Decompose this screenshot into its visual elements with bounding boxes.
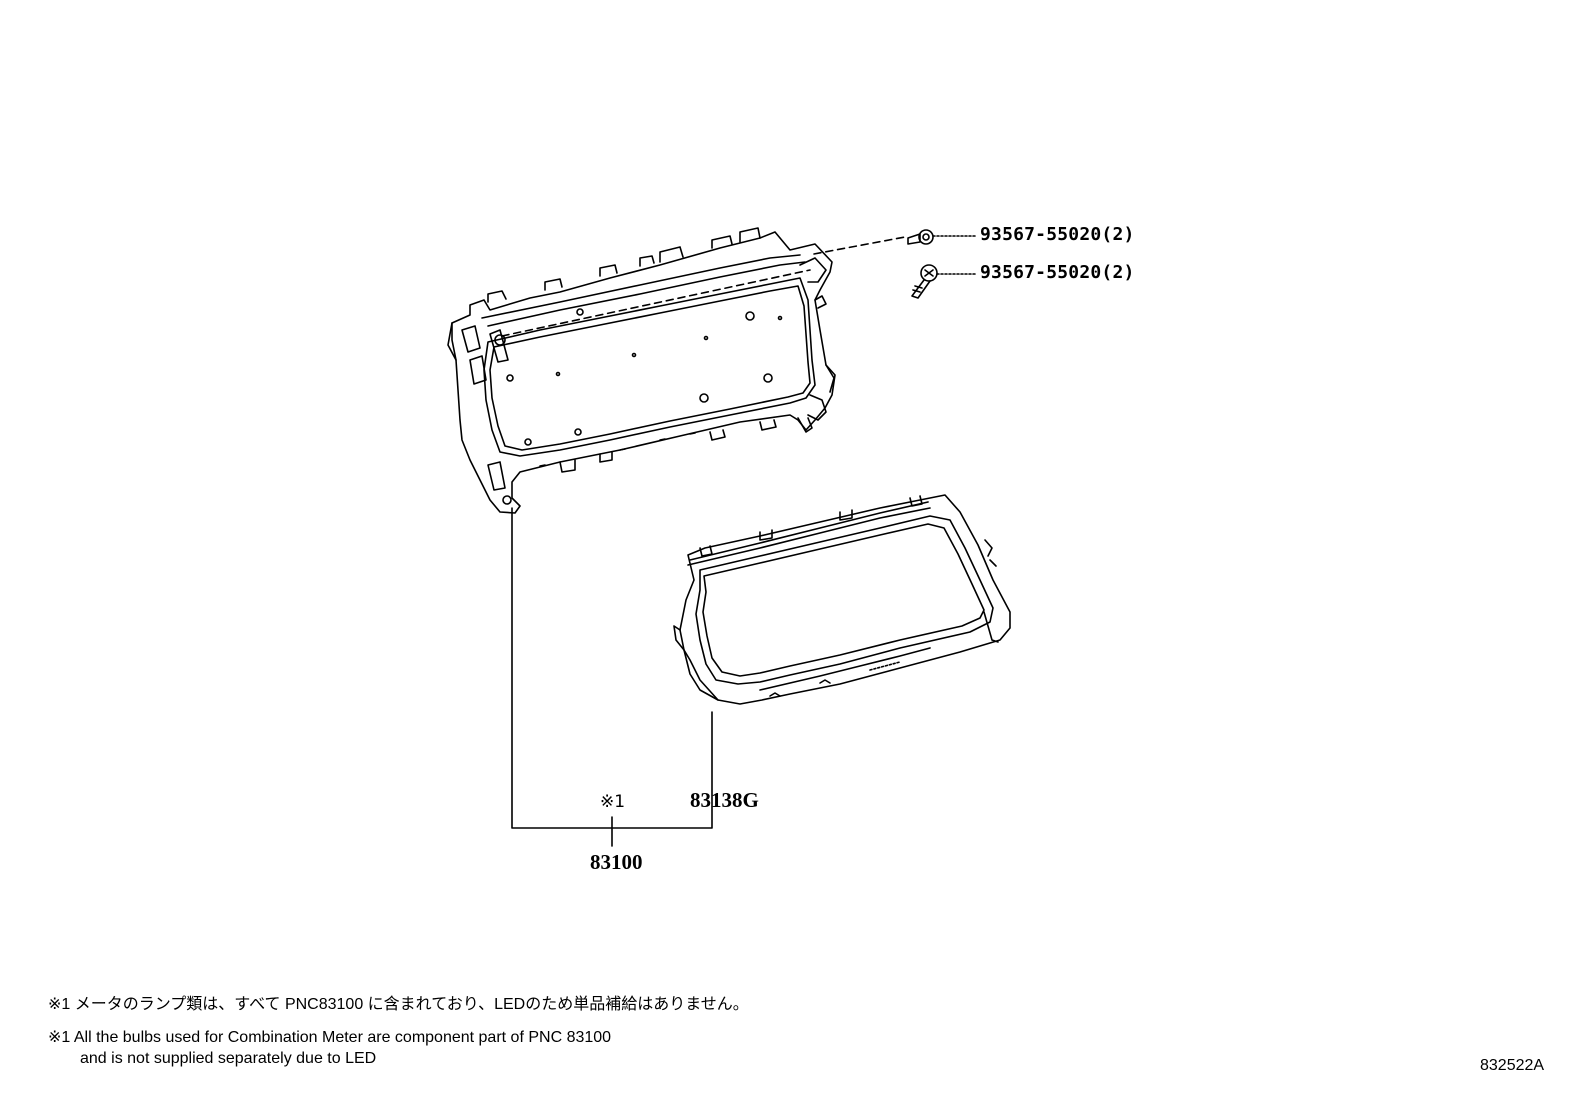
label-assembly: 83100: [590, 850, 643, 874]
label-glass: 83138G: [690, 788, 759, 812]
label-bolt-lower: 93567-55020(2): [980, 262, 1135, 283]
meter-housing: [447, 227, 836, 514]
note-english-line1: ※1 All the bulbs used for Combination Me…: [48, 1029, 612, 1046]
note-english-line2: and is not supplied separately due to LE…: [80, 1050, 377, 1067]
label-reference-mark: ※1: [600, 792, 626, 812]
leader-housing: [511, 507, 713, 829]
screw-lower-icon: [911, 264, 976, 299]
label-bolt-upper: 93567-55020(2): [980, 224, 1135, 245]
screw-upper-icon: [907, 229, 976, 245]
illustration-number: 832522A: [1480, 1057, 1545, 1074]
note-japanese: ※1 メータのランプ類は、すべて PNC83100 に含まれており、LEDのため…: [48, 996, 749, 1013]
screw-install-line: [501, 269, 811, 337]
meter-glass: [673, 494, 1011, 705]
